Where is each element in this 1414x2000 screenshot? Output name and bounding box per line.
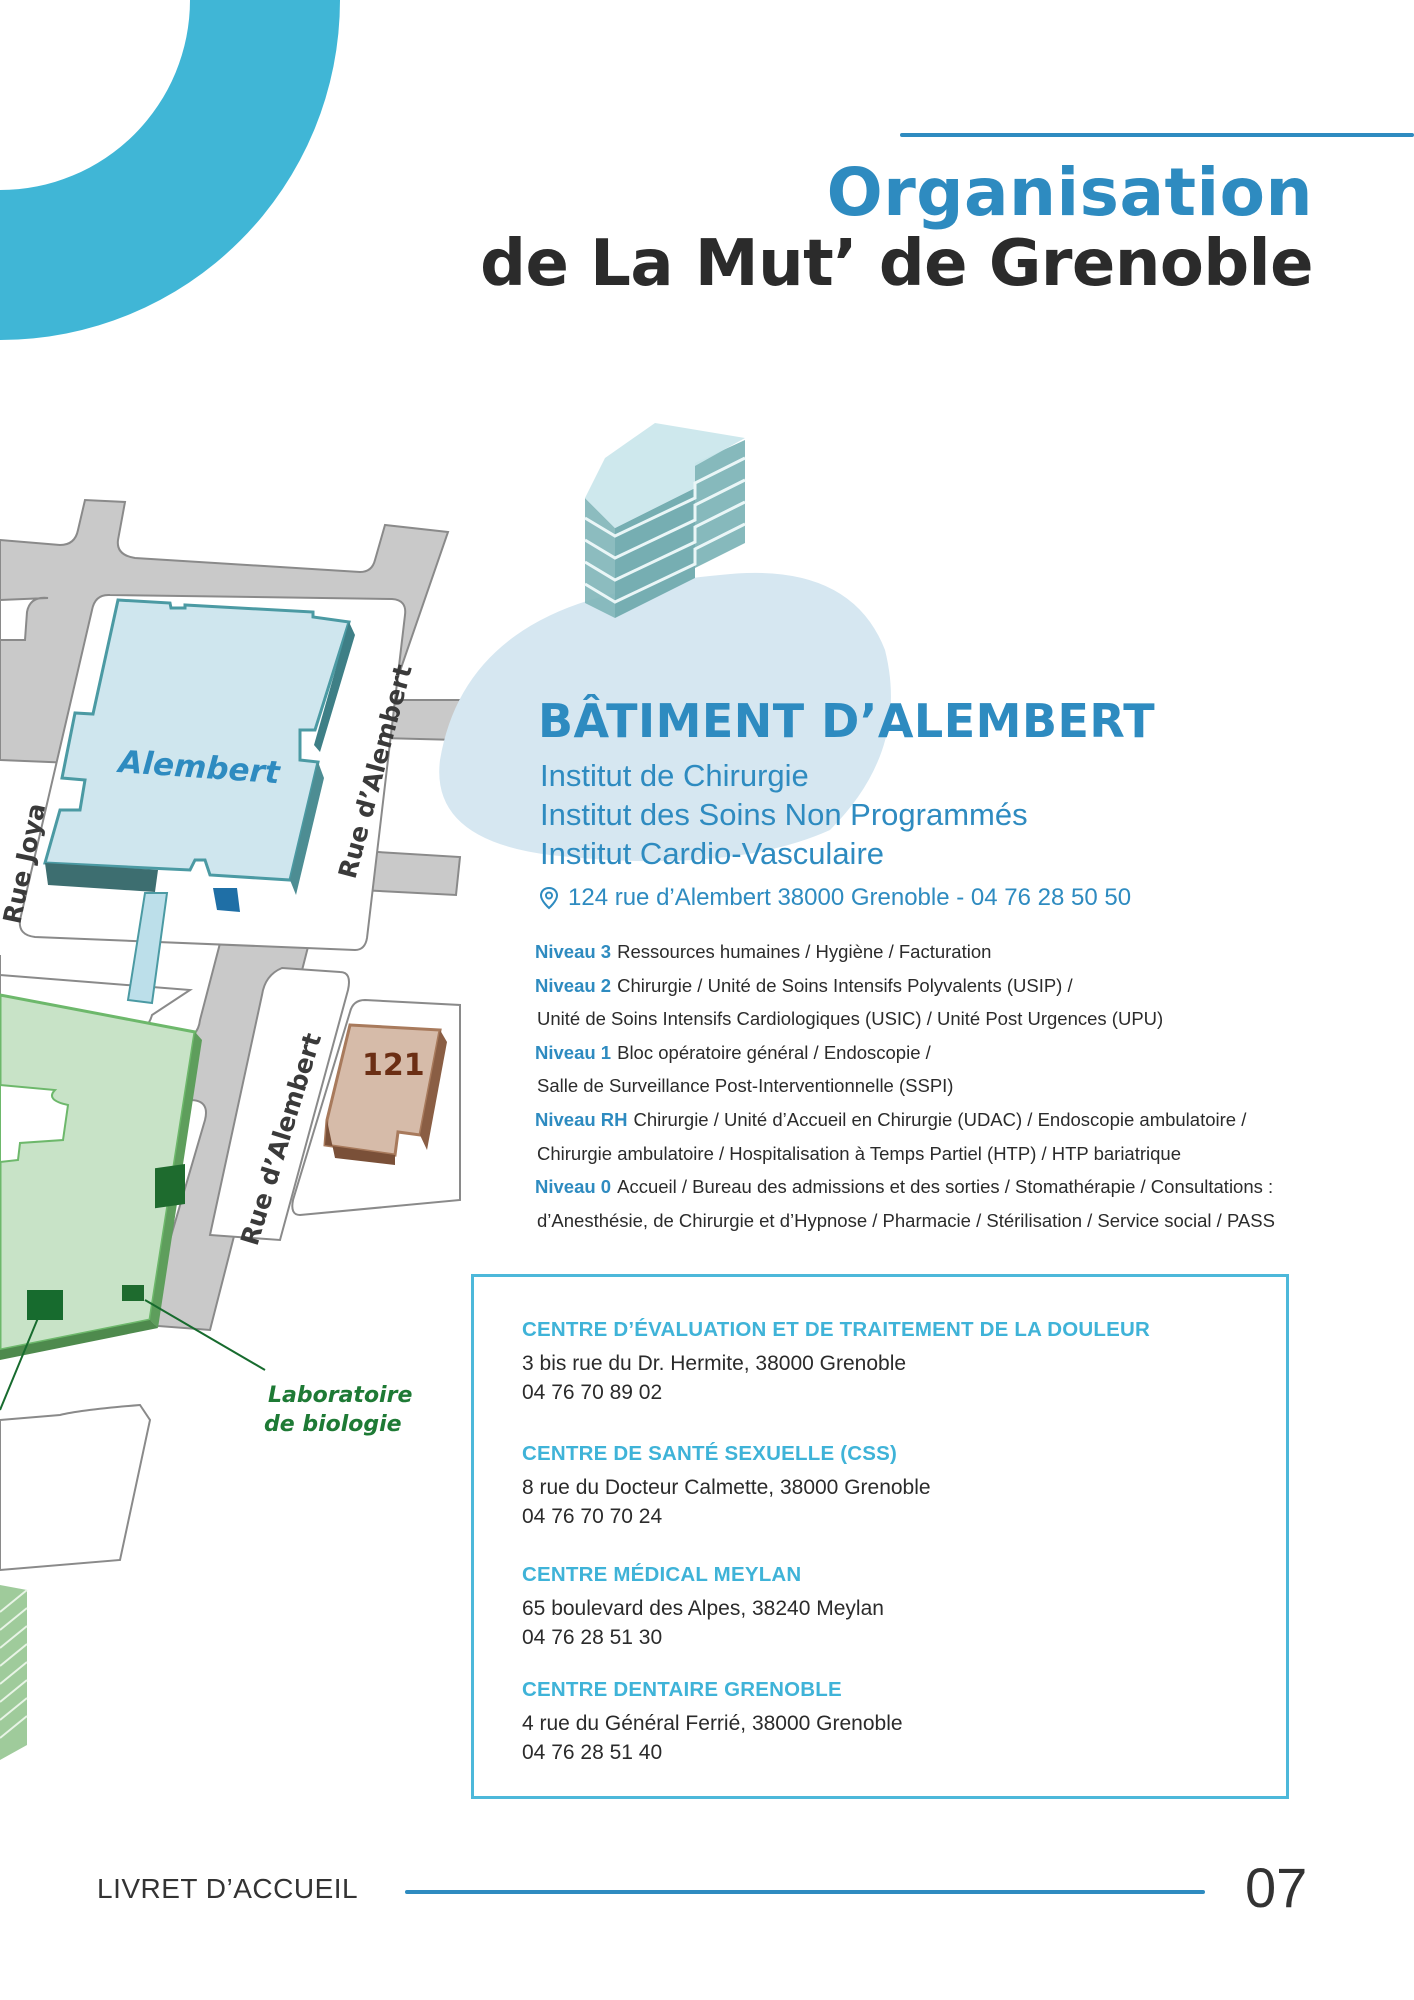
level-0-continued: d’Anesthésie, de Chirurgie et d’Hypnose … (537, 1209, 1275, 1231)
centre-address: 3 bis rue du Dr. Hermite, 38000 Grenoble (522, 1351, 907, 1375)
level-label: Niveau 3 (535, 941, 612, 962)
decorative-blob (439, 572, 891, 862)
level-text: Ressources humaines / Hygiène / Facturat… (617, 941, 992, 962)
building-heading: BÂTIMENT D’ALEMBERT (538, 694, 1156, 748)
site-map: Alembert 121 Rue Joya Rue d’Alembert Rue… (0, 498, 462, 1760)
address-text: 124 rue d’Alembert 38000 Grenoble - 04 7… (568, 884, 1132, 911)
building-tower-icon (584, 423, 746, 618)
institute-cardio-vasculaire: Institut Cardio-Vasculaire (540, 836, 885, 871)
level-2-continued: Unité de Soins Intensifs Cardiologiques … (537, 1008, 1164, 1030)
level-rh-continued: Chirurgie ambulatoire / Hospitalisation … (537, 1142, 1181, 1164)
centre-phone: 04 76 28 51 40 (522, 1740, 663, 1764)
green-tower-partial (0, 1585, 28, 1760)
centre-medical-meylan: CENTRE MÉDICAL MEYLAN 65 boulevard des A… (522, 1563, 884, 1652)
level-text: Chirurgie / Unité d’Accueil en Chirurgie… (633, 1108, 1247, 1130)
footer-rule (405, 1890, 1205, 1894)
centre-name: CENTRE MÉDICAL MEYLAN (522, 1563, 802, 1586)
building-121 (323, 1023, 447, 1165)
page-title-line2: de La Mut’ de Grenoble (480, 227, 1313, 301)
building-address: 124 rue d’Alembert 38000 Grenoble - 04 7… (538, 884, 1131, 912)
other-centres-box: CENTRE D’ÉVALUATION ET DE TRAITEMENT DE … (471, 1274, 1289, 1799)
level-text: Accueil / Bureau des admissions et des s… (617, 1176, 1274, 1198)
level-label: Niveau 0 (535, 1176, 612, 1198)
centre-address: 8 rue du Docteur Calmette, 38000 Grenobl… (522, 1475, 931, 1499)
centre-address: 4 rue du Général Ferrié, 38000 Grenoble (522, 1711, 903, 1735)
institute-soins-non-programmes: Institut des Soins Non Programmés (540, 797, 1028, 832)
centre-name: CENTRE DENTAIRE GRENOBLE (522, 1678, 842, 1701)
page-number: 07 (1245, 1856, 1308, 1919)
centre-name: CENTRE D’ÉVALUATION ET DE TRAITEMENT DE … (522, 1318, 1151, 1341)
centre-douleur: CENTRE D’ÉVALUATION ET DE TRAITEMENT DE … (522, 1318, 1151, 1407)
centre-dentaire-grenoble: CENTRE DENTAIRE GRENOBLE 4 rue du Généra… (522, 1678, 903, 1767)
location-pin-icon (539, 886, 559, 910)
lab-label-line2: de biologie (264, 1412, 402, 1437)
centre-sante-sexuelle: CENTRE DE SANTÉ SEXUELLE (CSS) 8 rue du … (522, 1442, 931, 1531)
centre-phone: 04 76 70 70 24 (522, 1504, 663, 1528)
centre-phone: 04 76 70 89 02 (522, 1380, 663, 1404)
level-label: Niveau 2 (535, 974, 612, 996)
level-text: Bloc opératoire général / Endoscopie / (617, 1041, 931, 1063)
level-label: Niveau 1 (535, 1041, 612, 1063)
alembert-building (43, 598, 355, 912)
decorative-arc (0, 0, 340, 340)
map-label-121: 121 (362, 1048, 425, 1083)
centre-phone: 04 76 28 51 30 (522, 1625, 663, 1649)
header-rule (900, 133, 1414, 137)
lab-label-line1: Laboratoire (268, 1383, 412, 1408)
footer-label: LIVRET D’ACCUEIL (97, 1873, 359, 1904)
level-1-continued: Salle de Surveillance Post-Interventionn… (537, 1075, 954, 1097)
page-title-line1: Organisation (826, 154, 1313, 231)
green-building (0, 993, 266, 1411)
level-text: Chirurgie / Unité de Soins Intensifs Pol… (617, 974, 1073, 996)
institute-chirurgie: Institut de Chirurgie (540, 758, 809, 793)
centre-address: 65 boulevard des Alpes, 38240 Meylan (522, 1596, 884, 1620)
centre-name: CENTRE DE SANTÉ SEXUELLE (CSS) (522, 1442, 898, 1465)
level-label: Niveau RH (535, 1108, 628, 1130)
